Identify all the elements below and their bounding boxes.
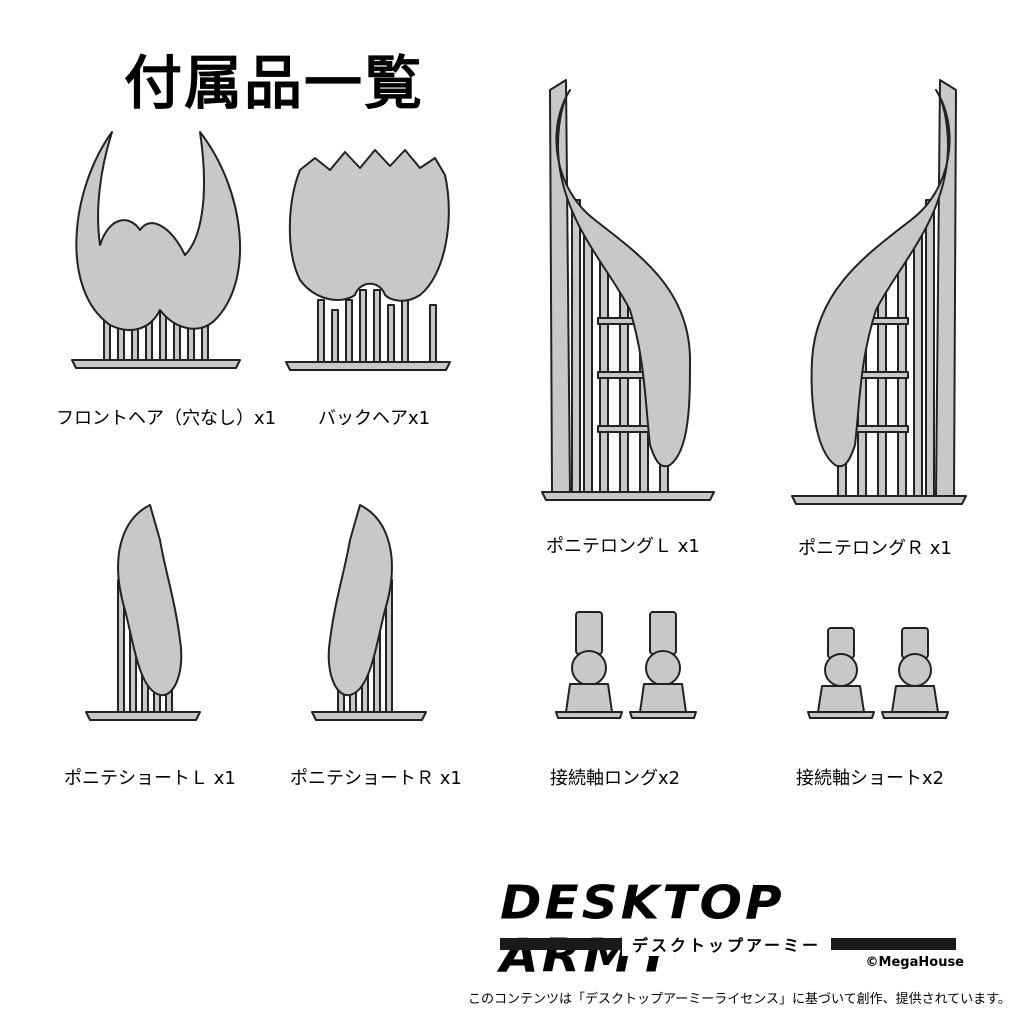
caption-ponytail-short-r: ポニテショートＲ x1 bbox=[290, 768, 462, 789]
caption-front-hair: フロントヘア（穴なし）x1 bbox=[56, 408, 277, 429]
connector-short-figure bbox=[807, 627, 949, 719]
caption-connector-short: 接続軸ショートx2 bbox=[796, 768, 945, 789]
caption-back-hair: バックヘアx1 bbox=[318, 408, 431, 429]
ponytail-long-l-figure bbox=[541, 79, 715, 501]
front-hair-figure bbox=[71, 131, 241, 369]
caption-connector-long: 接続軸ロングx2 bbox=[550, 768, 681, 789]
ponytail-long-r-figure bbox=[791, 79, 967, 505]
ponytail-short-r-figure bbox=[311, 504, 427, 721]
caption-ponytail-short-l: ポニテショートＬ x1 bbox=[64, 768, 236, 789]
ponytail-short-l-figure bbox=[85, 504, 201, 721]
caption-ponytail-long-r: ポニテロングＲ x1 bbox=[798, 538, 952, 559]
copyright-text: ©MegaHouse bbox=[865, 955, 964, 970]
page-title: 付属品一覧 bbox=[124, 49, 425, 117]
license-note: このコンテンツは「デスクトップアーミーライセンス」に基づいて創作、提供されていま… bbox=[468, 992, 1011, 1007]
back-hair-figure bbox=[285, 149, 451, 371]
connector-long-figure bbox=[555, 611, 697, 719]
caption-ponytail-long-l: ポニテロングＬ x1 bbox=[546, 536, 700, 557]
desktop-army-logo: DESKTOP ARMY デスクトップアーミー bbox=[496, 868, 968, 983]
logo-subtitle: デスクトップアーミー bbox=[622, 932, 832, 956]
